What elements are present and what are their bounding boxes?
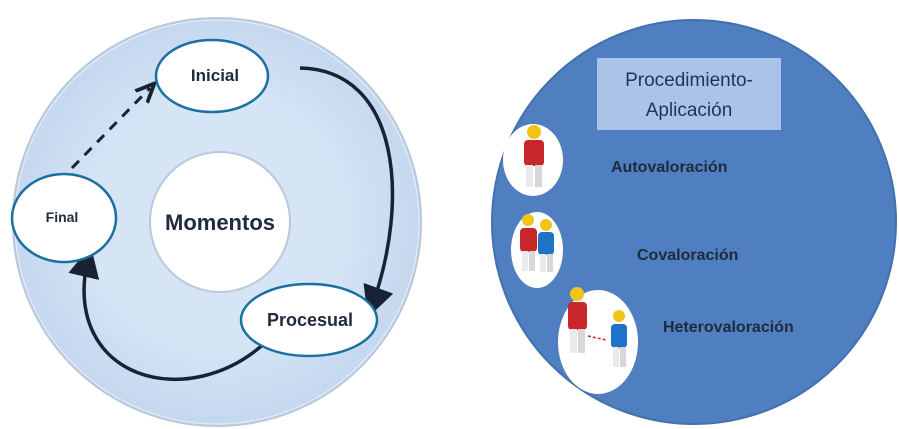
- person-blue-icon: [538, 219, 554, 272]
- arrow-final-to-inicial: [70, 88, 150, 170]
- center-label: Momentos: [165, 210, 275, 235]
- header-line1: Procedimiento-: [625, 70, 753, 91]
- header-box: [597, 58, 781, 130]
- person-red-icon: [524, 125, 544, 187]
- node-procesual-label: Procesual: [267, 310, 353, 330]
- person-red-icon: [520, 214, 537, 271]
- node-final: Final: [10, 172, 118, 264]
- arrow-inicial-to-procesual: [299, 66, 395, 318]
- node-inicial-label: Inicial: [191, 66, 239, 85]
- heterovaloracion-item: Heterovaloración: [558, 287, 794, 394]
- autovaloracion-item: Autovaloración: [503, 124, 727, 196]
- header-line2: Aplicación: [646, 100, 733, 121]
- node-final-label: Final: [46, 209, 79, 225]
- arrow-procesual-to-final: [68, 245, 270, 382]
- covaloracion-label: Covaloración: [637, 247, 738, 264]
- person-red-icon: [568, 287, 587, 353]
- momentos-diagram: Momentos Inicial Final Procesual: [10, 17, 422, 427]
- dashed-arrow-icon: [587, 335, 607, 341]
- heterovaloracion-label: Heterovaloración: [663, 319, 794, 336]
- center-circle: [149, 151, 291, 293]
- covaloracion-bubble: [511, 212, 563, 288]
- node-inicial: Inicial: [154, 38, 270, 114]
- procedimiento-diagram: Procedimiento- Aplicación Autovaloración: [491, 19, 897, 425]
- node-procesual: Procesual: [239, 282, 379, 358]
- covaloracion-item: Covaloración: [511, 212, 738, 288]
- autovaloracion-label: Autovaloración: [611, 159, 727, 176]
- person-blue-icon: [611, 310, 627, 367]
